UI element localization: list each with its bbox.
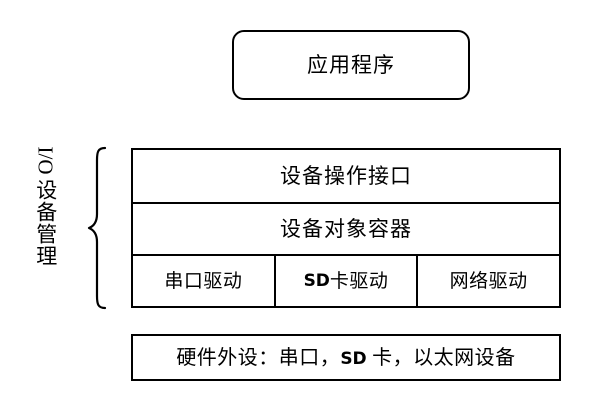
application-box-label: 应用程序 <box>307 52 395 77</box>
stack-row-drivers: 串口驱动 SD 卡驱动 网络驱动 <box>133 256 559 306</box>
hardware-peripherals-label: 硬件外设：串口，SD 卡，以太网设备 <box>176 348 515 368</box>
stack-row-label: 设备对象容器 <box>280 216 412 241</box>
stack-row-label: 设备操作接口 <box>280 163 412 188</box>
driver-cell-label: 卡驱动 <box>329 270 389 292</box>
hardware-label-prefix: 硬件外设：串口， <box>176 346 341 369</box>
driver-cell-label-latin: SD <box>303 270 330 291</box>
application-box[interactable]: 应用程序 <box>232 30 470 100</box>
driver-cell-network[interactable]: 网络驱动 <box>416 256 559 306</box>
io-device-management-label: I/O 设备管理 <box>28 140 62 310</box>
driver-cell-serial[interactable]: 串口驱动 <box>133 256 274 306</box>
driver-cell-label: 串口驱动 <box>164 270 243 292</box>
io-label-cjk: 设备管理 <box>33 179 58 267</box>
io-label-latin: I/O <box>33 146 58 175</box>
hardware-peripherals-box[interactable]: 硬件外设：串口，SD 卡，以太网设备 <box>131 334 561 381</box>
io-stack-table: 设备操作接口 设备对象容器 串口驱动 SD 卡驱动 网络驱动 <box>131 148 561 308</box>
stack-row-device-operation-interface[interactable]: 设备操作接口 <box>133 150 559 204</box>
stack-row-device-object-container[interactable]: 设备对象容器 <box>133 204 559 256</box>
hardware-label-latin: SD <box>340 348 367 369</box>
driver-cell-sd-card[interactable]: SD 卡驱动 <box>273 256 417 306</box>
driver-cell-group: 串口驱动 SD 卡驱动 网络驱动 <box>133 256 559 306</box>
curly-brace-icon <box>86 146 108 310</box>
driver-cell-label: 网络驱动 <box>449 270 528 292</box>
hardware-label-suffix: 卡，以太网设备 <box>366 346 516 369</box>
